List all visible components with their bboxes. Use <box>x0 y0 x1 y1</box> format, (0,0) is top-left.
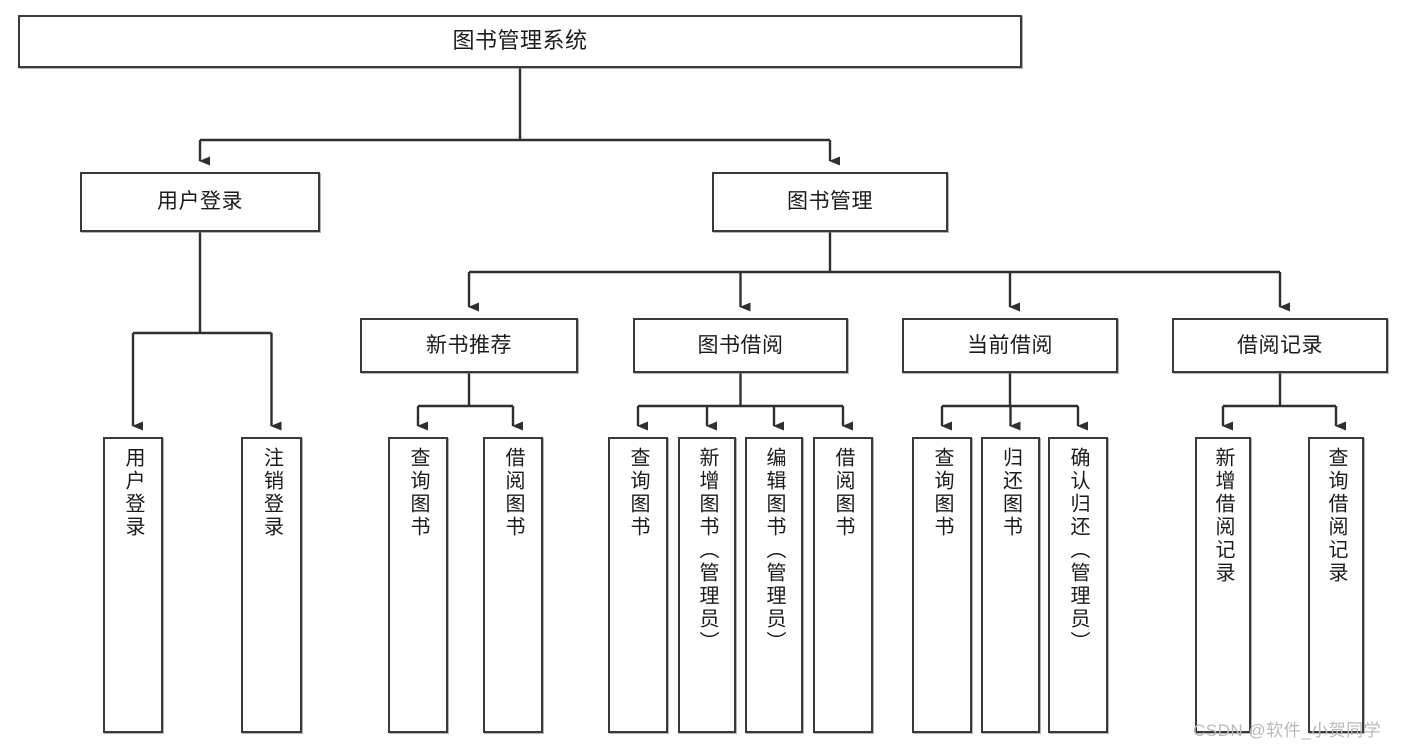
root-node-book-management-system[interactable]: 图书管理系统 <box>18 15 1022 68</box>
node-label: 查询借阅记录 <box>1325 447 1347 585</box>
node-label: 归还图书 <box>999 447 1022 539</box>
leaf-node-11[interactable]: 新增借阅记录 <box>1195 437 1251 733</box>
node-label: 图书借阅 <box>697 333 784 357</box>
node-label: 当前借阅 <box>967 333 1053 357</box>
leaf-node-10[interactable]: 确认归还（管理员） <box>1048 437 1108 733</box>
node-label: 新增图书（管理员） <box>696 447 718 654</box>
connector-group <box>131 68 1346 431</box>
leaf-node-6[interactable]: 编辑图书（管理员） <box>745 437 803 733</box>
node-label: 图书管理系统 <box>452 28 588 54</box>
leaf-node-4[interactable]: 查询图书 <box>608 437 668 733</box>
leaf-node-5[interactable]: 新增图书（管理员） <box>678 437 736 733</box>
level3-node-3[interactable]: 借阅记录 <box>1172 318 1388 373</box>
node-label: 确认归还（管理员） <box>1067 447 1089 654</box>
node-label: 编辑图书（管理员） <box>763 447 785 654</box>
leaf-node-7[interactable]: 借阅图书 <box>813 437 873 733</box>
level2-node-1[interactable]: 图书管理 <box>712 172 948 232</box>
node-label: 用户登录 <box>157 190 243 214</box>
node-label: 查询图书 <box>407 447 429 539</box>
node-label: 查询图书 <box>627 447 649 539</box>
node-label: 新增借阅记录 <box>1212 447 1234 585</box>
node-label: 查询图书 <box>931 447 953 539</box>
node-label: 借阅图书 <box>832 447 854 539</box>
level3-node-1[interactable]: 图书借阅 <box>633 318 848 373</box>
leaf-node-8[interactable]: 查询图书 <box>912 437 972 733</box>
level3-node-2[interactable]: 当前借阅 <box>902 318 1118 373</box>
node-label: 图书管理 <box>787 190 873 214</box>
leaf-node-1[interactable]: 注销登录 <box>241 437 302 733</box>
node-label: 新书推荐 <box>426 333 512 357</box>
leaf-node-3[interactable]: 借阅图书 <box>483 437 543 733</box>
leaf-node-0[interactable]: 用户登录 <box>103 437 163 733</box>
node-label: 借阅图书 <box>502 447 524 539</box>
level3-node-0[interactable]: 新书推荐 <box>360 318 578 373</box>
node-label: 注销登录 <box>260 447 283 539</box>
leaf-node-2[interactable]: 查询图书 <box>388 437 448 733</box>
node-label: 用户登录 <box>122 447 144 539</box>
leaf-node-12[interactable]: 查询借阅记录 <box>1308 437 1364 733</box>
level2-node-0[interactable]: 用户登录 <box>80 172 320 232</box>
node-label: 借阅记录 <box>1237 333 1323 357</box>
leaf-node-9[interactable]: 归还图书 <box>981 437 1040 733</box>
